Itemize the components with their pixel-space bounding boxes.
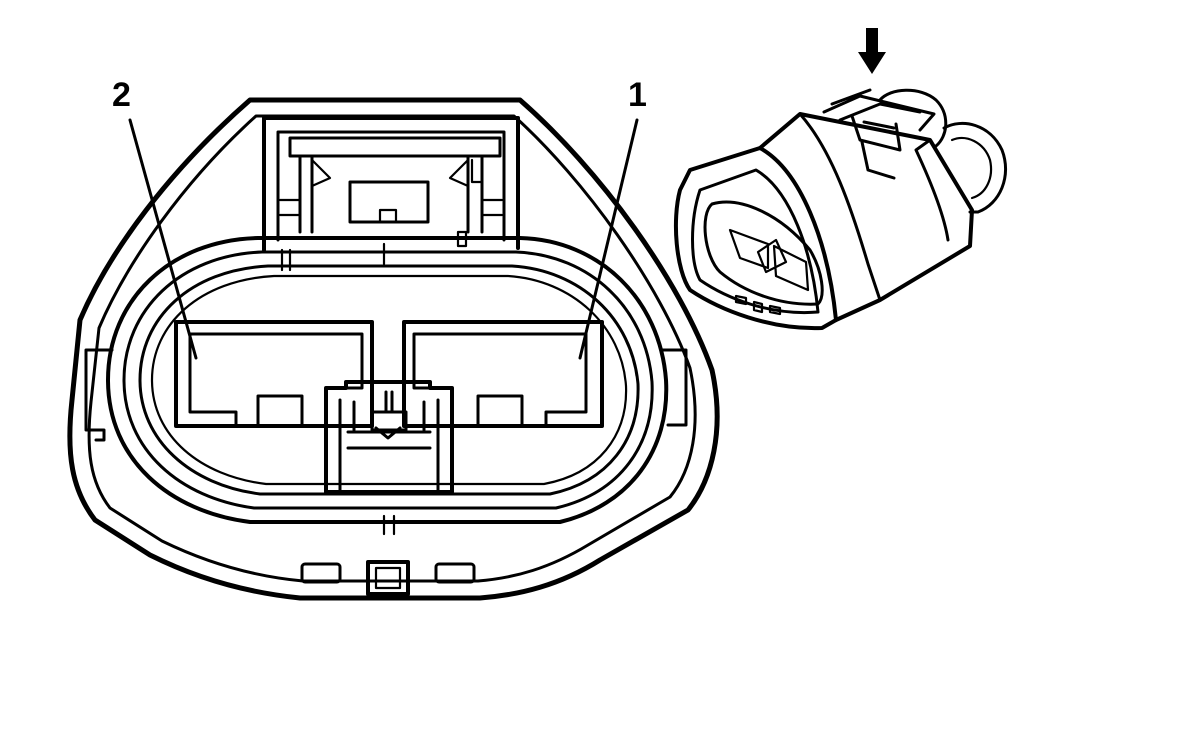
latch-housing-inner [276, 130, 506, 242]
iso-front-opening [703, 200, 824, 306]
left-side-rib [84, 348, 114, 442]
iso-latch [822, 88, 936, 180]
terminal-cavity-1 [402, 320, 604, 428]
seal-bottom-mark [382, 514, 396, 536]
seal-ring-middle [122, 250, 654, 510]
seal-ring-outer [106, 236, 669, 524]
iso-rear-cylinder-inner [950, 136, 993, 200]
iso-bottom-marks [734, 294, 782, 316]
arrow-down-icon [858, 28, 886, 74]
latch-right-tab [448, 158, 504, 217]
latch-housing [262, 116, 520, 252]
center-lock-detail [338, 390, 440, 494]
seal-ring-inner [138, 264, 640, 496]
latch-frame [298, 154, 484, 234]
pin-label-2: 2 [112, 76, 131, 114]
terminal-cavity-2 [174, 320, 374, 428]
inner-housing [87, 114, 697, 583]
iso-rear-cylinder-right [942, 121, 1007, 214]
bottom-slot-center-inner [374, 566, 402, 590]
leader-line-pin-2 [128, 118, 198, 360]
latch-bar [288, 136, 502, 158]
leader-line-pin-1 [578, 118, 639, 360]
bottom-slot-right [434, 562, 476, 584]
iso-front-cavities [728, 228, 810, 292]
latch-left-tab [278, 158, 332, 217]
iso-front-face-inner [691, 168, 820, 315]
terminal-cavity-2-detail [188, 332, 364, 426]
iso-rear-cylinder-top [878, 88, 948, 148]
bottom-slot-left [300, 562, 342, 584]
right-side-rib [660, 348, 688, 427]
seal-top-marks [280, 242, 386, 272]
connector-front-view: 2 1 [67, 76, 720, 601]
seal-ring-core [150, 274, 628, 486]
terminal-cavity-1-detail [412, 332, 588, 426]
pin-label-1: 1 [628, 76, 647, 114]
iso-body-edge [798, 112, 950, 302]
center-lock-post [324, 380, 454, 494]
latch-button [348, 180, 430, 224]
iso-front-face [673, 146, 838, 331]
connector-isometric-view [673, 28, 1007, 331]
latch-button-notch [378, 208, 398, 224]
outer-housing [67, 97, 720, 601]
iso-body [758, 112, 974, 322]
bottom-slot-center [366, 560, 410, 596]
